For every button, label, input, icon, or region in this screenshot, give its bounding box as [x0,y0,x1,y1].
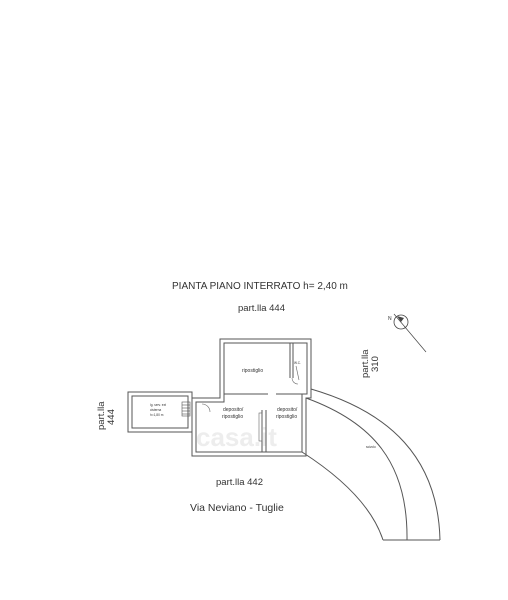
street-label: Via Neviano - Tuglie [190,502,284,514]
room-label-deposito-left-line1: deposito/ [223,407,244,413]
room-label-deposito-right-line2: ripostiglio [276,414,297,420]
neighbor-label-bottom: part.lla 442 [216,477,263,488]
north-label: N [388,316,392,322]
ramp-scivolo [301,388,441,541]
neighbor-label-right: part.lla 310 [360,349,381,378]
north-arrow-icon: N [388,313,427,353]
room-label-wc: W.C. [294,361,301,365]
service-room-label-line3: h=1,80 m [150,413,164,417]
watermark-logo: casa.it [196,422,277,452]
service-room-label-line1: lg. serv. ext [150,403,166,407]
neighbor-label-left-line2: 444 [106,409,117,425]
plan-title: PIANTA PIANO INTERRATO h= 2,40 m [172,281,348,292]
door-marks [201,365,300,442]
neighbor-label-left: part.lla 444 [96,401,117,430]
room-label-deposito-left-line2: ripostiglio [222,414,243,420]
neighbor-label-left-line1: part.lla [96,401,107,430]
neighbor-label-top: part.lla 444 [238,303,285,314]
room-label-deposito-right-line1: deposito/ [277,407,298,413]
stairs-icon [181,401,191,417]
service-room-walls [127,391,193,433]
service-room-label-line2: cisterna [150,408,161,412]
ramp-label: scivolo [366,445,376,449]
neighbor-label-right-line1: part.lla [360,349,371,378]
room-label-ripostiglio: ripostiglio [242,368,263,374]
neighbor-label-right-line2: 310 [370,356,381,372]
